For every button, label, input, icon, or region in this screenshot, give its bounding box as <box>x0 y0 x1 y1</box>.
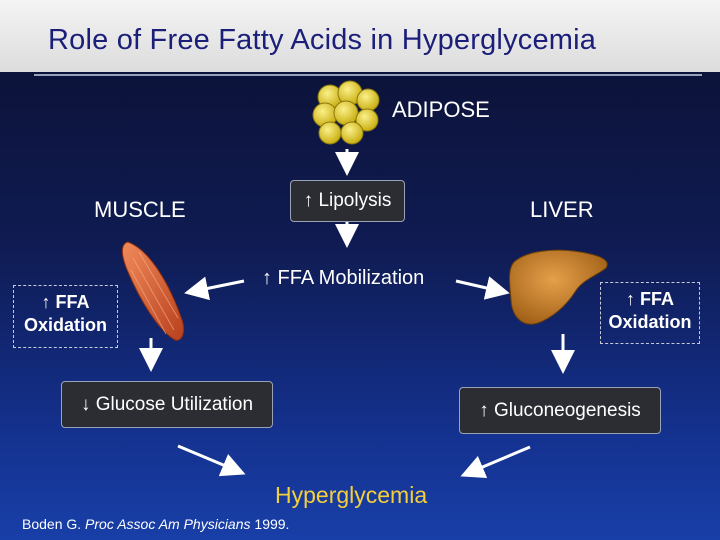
hyperglycemia-label: Hyperglycemia <box>275 482 428 508</box>
arrow-gluconeogenesis-to-hyperglycemia <box>460 445 531 479</box>
lipolysis-box: ↑ Lipolysis <box>290 180 405 222</box>
arrow-ffa-to-muscle <box>184 276 245 301</box>
liver-ffa-oxidation-line1: ↑ FFA <box>626 289 674 309</box>
liver-ffa-oxidation-line2: Oxidation <box>608 312 692 332</box>
ffa-mobilization-label: ↑ FFA Mobilization <box>262 267 425 289</box>
arrow-ffa-to-liver <box>455 276 510 300</box>
muscle-label: MUSCLE <box>94 197 186 222</box>
muscle-ffa-oxidation-line2: Oxidation <box>23 315 107 335</box>
liver-label: LIVER <box>530 197 594 222</box>
citation: Boden G. Proc Assoc Am Physicians 1999. <box>22 516 289 532</box>
fat-cells-icon <box>312 80 380 145</box>
gluconeogenesis-box: ↑ Gluconeogenesis <box>459 387 661 434</box>
citation-journal: Proc Assoc Am Physicians <box>85 516 251 532</box>
glucose-utilization-box: ↓ Glucose Utilization <box>61 381 273 428</box>
page-title: Role of Free Fatty Acids in Hyperglycemi… <box>48 24 597 56</box>
muscle-ffa-oxidation-line1: ↑ FFA <box>41 292 90 312</box>
citation-author: Boden G. <box>22 516 82 532</box>
flow-arrows <box>139 149 575 479</box>
liver-ffa-oxidation-box: ↑ FFA Oxidation <box>600 282 700 344</box>
citation-year: 1999. <box>254 516 290 532</box>
title-bar: Role of Free Fatty Acids in Hyperglycemi… <box>0 0 720 72</box>
adipose-label: ADIPOSE <box>392 97 490 122</box>
muscle-icon <box>121 241 185 341</box>
title-divider <box>34 74 702 76</box>
arrow-glucose-utilization-to-hyperglycemia <box>177 444 246 477</box>
muscle-ffa-oxidation-box: ↑ FFA Oxidation <box>13 285 118 348</box>
liver-icon <box>509 249 608 325</box>
